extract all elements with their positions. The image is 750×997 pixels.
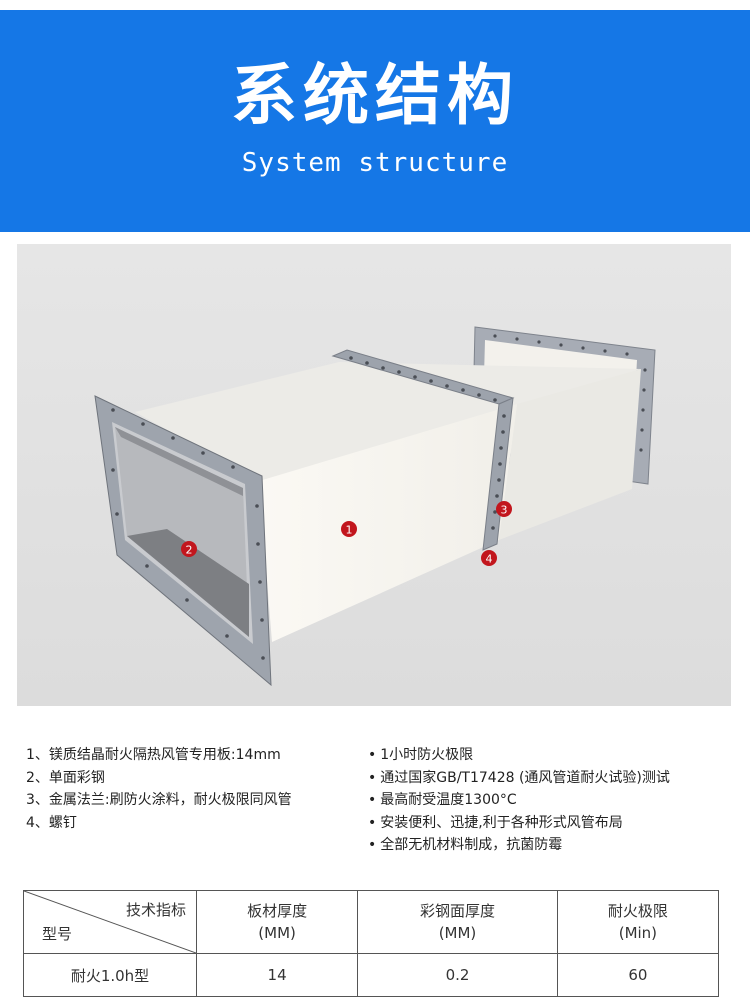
column-header-steel: 彩钢面厚度 (MM) — [357, 890, 558, 954]
cell-steel: 0.2 — [357, 953, 558, 997]
header-unit: (Min) — [618, 924, 658, 942]
table-header-row: 技术指标 型号 板材厚度 (MM) 彩钢面厚度 (MM) 耐火极限 (Min) — [23, 890, 720, 954]
cell-model: 耐火1.0h型 — [23, 953, 197, 997]
corner-bottom-label: 型号 — [42, 925, 73, 943]
marker-3: 3 — [496, 501, 512, 517]
cell-fire: 60 — [556, 953, 720, 997]
header-unit: (MM) — [438, 924, 477, 942]
column-header-board: 板材厚度 (MM) — [195, 890, 359, 954]
marker-2-label: 2 — [186, 544, 193, 557]
component-item: 1、镁质结晶耐火隔热风管专用板:14mm — [26, 747, 281, 763]
column-header-fire: 耐火极限 (Min) — [556, 890, 720, 954]
component-item: 4、螺钉 — [26, 814, 77, 831]
middle-flange-screws — [349, 356, 506, 530]
component-item: 2、单面彩钢 — [26, 769, 105, 786]
duct-top-face — [135, 362, 641, 481]
page-title: 系统结构 — [231, 57, 519, 134]
marker-4-label: 4 — [486, 553, 493, 566]
header-banner: 系统结构 System structure — [0, 10, 750, 232]
component-item: 3、金属法兰:刷防火涂料，耐火极限同风管 — [26, 792, 292, 808]
header-line: 彩钢面厚度 — [419, 902, 495, 920]
table-corner-cell: 技术指标 型号 — [23, 890, 197, 954]
feature-item: 1小时防火极限 — [368, 744, 670, 767]
duct-side-face — [499, 369, 641, 540]
feature-list: 1小时防火极限 通过国家GB/T17428 (通风管道耐火试验)测试 最高耐受温… — [368, 744, 670, 857]
middle-flange-side — [482, 397, 514, 551]
marker-3-label: 3 — [501, 504, 508, 517]
header-line: 板材厚度 — [247, 902, 308, 920]
marker-4: 4 — [481, 550, 497, 566]
duct-structure-diagram: 1 2 3 4 — [17, 244, 731, 706]
corner-top-label: 技术指标 — [125, 901, 186, 919]
table-row: 耐火1.0h型 14 0.2 60 — [23, 953, 720, 997]
header-line: 耐火极限 — [607, 902, 668, 920]
header-unit: (MM) — [258, 924, 296, 942]
feature-item: 全部无机材料制成，抗菌防霉 — [368, 834, 670, 857]
marker-1: 1 — [341, 521, 357, 537]
feature-item: 安装便利、迅捷,利于各种形式风管布局 — [368, 812, 670, 835]
spec-table: 技术指标 型号 板材厚度 (MM) 彩钢面厚度 (MM) 耐火极限 (Min) 耐火1… — [23, 890, 720, 997]
marker-2: 2 — [181, 541, 197, 557]
front-flange-screws — [111, 408, 265, 660]
back-flange-screws — [493, 334, 647, 452]
component-list: 1、镁质结晶耐火隔热风管专用板:14mm 2、单面彩钢 3、金属法兰:刷防火涂料… — [26, 744, 292, 834]
marker-1-label: 1 — [346, 524, 353, 537]
feature-item: 通过国家GB/T17428 (通风管道耐火试验)测试 — [368, 767, 670, 790]
cell-board: 14 — [195, 953, 359, 997]
feature-item: 最高耐受温度1300°C — [368, 789, 670, 812]
page-subtitle: System structure — [241, 148, 509, 178]
duct-front-face — [259, 404, 517, 642]
diagonal-divider — [24, 891, 196, 953]
